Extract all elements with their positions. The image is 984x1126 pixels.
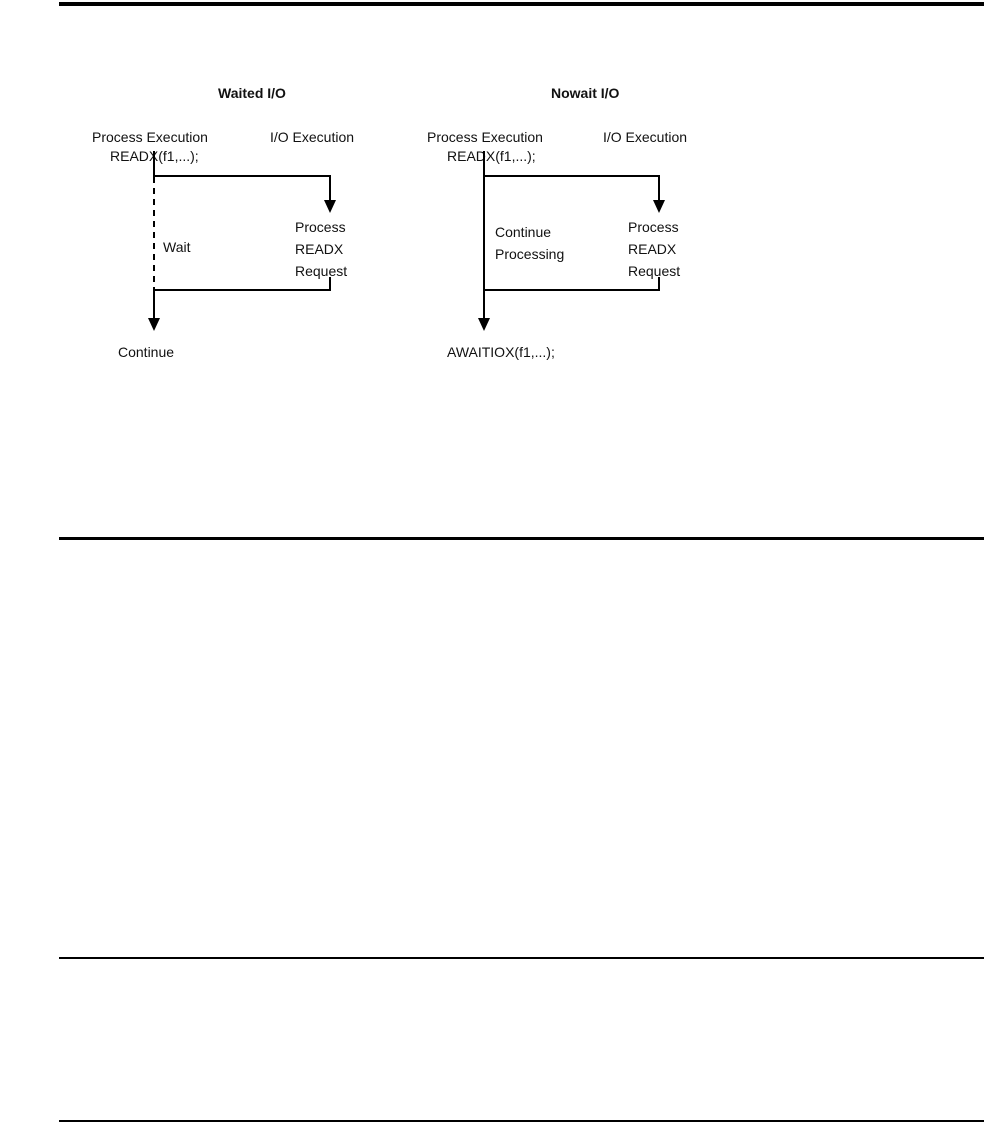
top-rule bbox=[59, 2, 984, 6]
io-task-line: READX bbox=[295, 241, 344, 257]
io-task-line: Request bbox=[295, 263, 348, 279]
io-execution-label: I/O Execution bbox=[603, 129, 688, 145]
arrowhead-down-icon bbox=[653, 200, 665, 213]
io-task-line: READX bbox=[628, 241, 677, 257]
middle-rule-lower bbox=[59, 957, 984, 959]
bottom-rule bbox=[59, 1120, 984, 1122]
middle-rule-upper bbox=[59, 537, 984, 540]
diagram-title: Nowait I/O bbox=[551, 85, 620, 101]
arrowhead-down-icon bbox=[324, 200, 336, 213]
io-return-line bbox=[483, 289, 660, 291]
continue-processing-line: Continue bbox=[495, 224, 552, 240]
wait-label: Wait bbox=[163, 239, 191, 255]
io-task-text: Process READX Request bbox=[295, 216, 347, 282]
continue-processing-line: Processing bbox=[495, 246, 565, 262]
readx-call-label: READX(f1,...); bbox=[447, 148, 536, 164]
continue-processing-label: Continue Processing bbox=[495, 221, 564, 265]
io-request-branch-line bbox=[483, 175, 660, 177]
awaitiox-call-label: AWAITIOX(f1,...); bbox=[447, 344, 555, 360]
io-arrow-shaft bbox=[658, 175, 660, 202]
process-lifeline bbox=[483, 151, 485, 320]
io-return-stub bbox=[658, 277, 660, 291]
io-execution-label: I/O Execution bbox=[270, 129, 355, 145]
process-lifeline-start bbox=[153, 151, 155, 177]
process-execution-label: Process Execution bbox=[92, 129, 208, 145]
continue-label: Continue bbox=[118, 344, 175, 360]
io-request-branch-line bbox=[153, 175, 331, 177]
arrowhead-down-icon bbox=[478, 318, 490, 331]
io-return-stub bbox=[329, 277, 331, 291]
io-task-line: Process bbox=[628, 219, 679, 235]
wait-dashed-line bbox=[153, 177, 155, 290]
arrowhead-down-icon bbox=[148, 318, 160, 331]
io-task-line: Request bbox=[628, 263, 681, 279]
continue-arrow-shaft bbox=[153, 289, 155, 320]
io-arrow-shaft bbox=[329, 175, 331, 202]
io-task-line: Process bbox=[295, 219, 346, 235]
io-return-line bbox=[153, 289, 331, 291]
io-task-text: Process READX Request bbox=[628, 216, 680, 282]
process-execution-label: Process Execution bbox=[427, 129, 543, 145]
diagram-title: Waited I/O bbox=[218, 85, 286, 101]
